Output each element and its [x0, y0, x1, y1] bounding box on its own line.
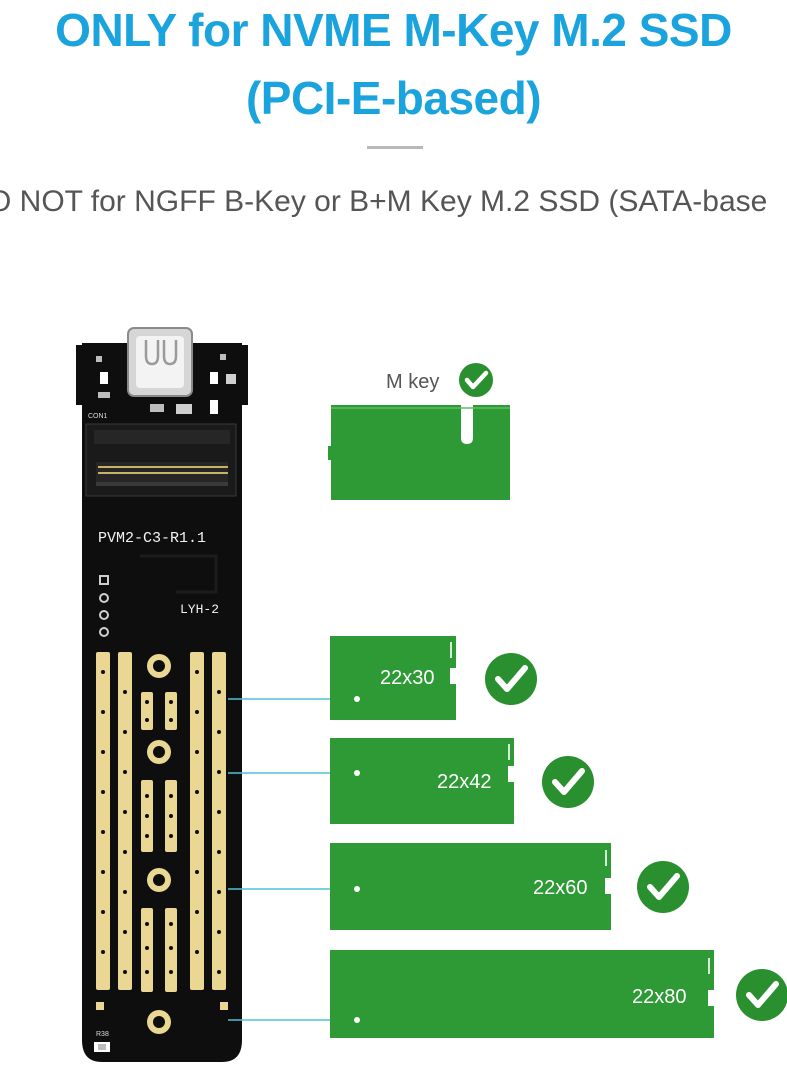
size-label-22x60: 22x60	[533, 877, 588, 899]
check-circle-icon	[736, 969, 787, 1021]
check-circle-icon	[542, 756, 594, 808]
board-model-text: PVM2-C3-R1.1	[98, 530, 206, 547]
board-chip-text: LYH-2	[180, 602, 219, 617]
usb-c-port-icon	[127, 327, 193, 397]
main-heading-line-2: (PCI-E-based)	[245, 72, 542, 124]
size-label-22x80: 22x80	[632, 986, 687, 1008]
size-label-22x30: 22x30	[380, 667, 435, 689]
board-connector-text: CON1	[88, 413, 108, 420]
m-key-label: M key	[386, 371, 440, 393]
check-circle-icon	[637, 861, 689, 913]
check-circle-icon	[485, 653, 537, 705]
m-key-card	[328, 405, 510, 500]
board-resistor-text: R38	[96, 1031, 109, 1038]
main-heading-line-1: ONLY for NVME M-Key M.2 SSD	[55, 4, 732, 56]
size-label-22x42: 22x42	[437, 771, 492, 793]
ssd-card-22x42	[330, 738, 514, 824]
mounting-holes	[147, 654, 171, 1034]
enclosure-board: CON1 PVM2-C3-R1.1 LYH-2	[76, 327, 248, 1062]
ssd-card-22x80	[330, 950, 714, 1038]
ssd-card-22x30	[330, 636, 456, 720]
compatibility-warning: O NOT for NGFF B-Key or B+M Key M.2 SSD …	[0, 185, 768, 218]
m-key-check-icon	[459, 363, 493, 397]
heading-divider	[367, 146, 423, 149]
ssd-card-22x60	[330, 843, 611, 930]
